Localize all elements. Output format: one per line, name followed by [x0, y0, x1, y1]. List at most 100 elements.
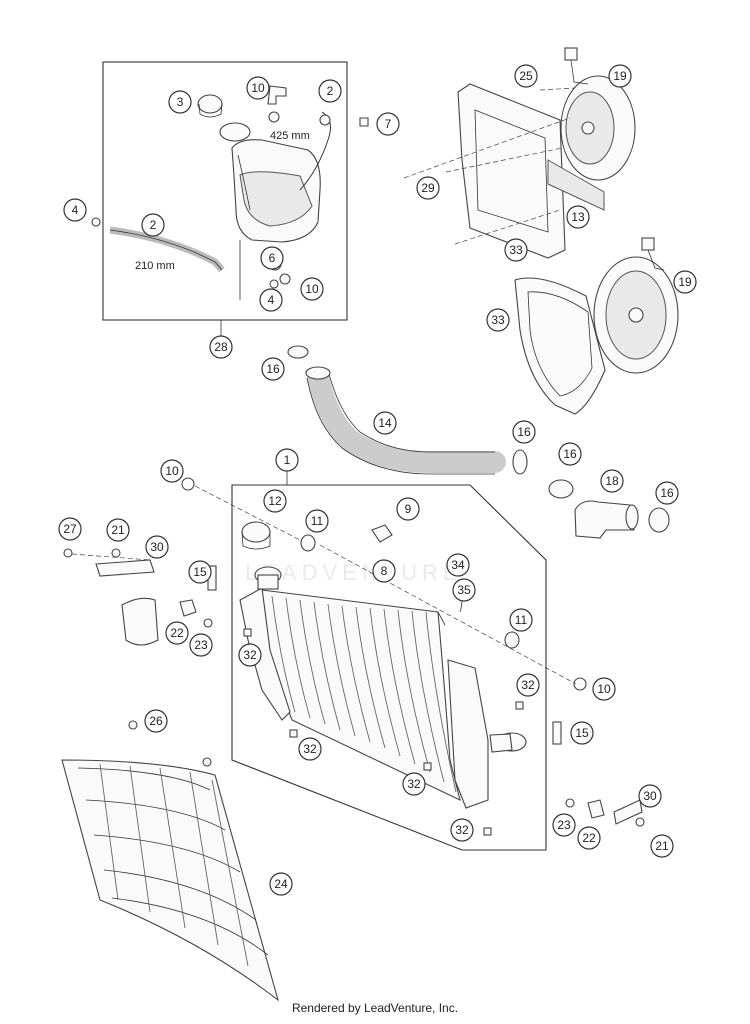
svg-text:16: 16	[266, 362, 280, 376]
callout-15: 15	[188, 560, 212, 584]
svg-text:32: 32	[455, 823, 469, 837]
callout-32: 32	[516, 673, 540, 697]
svg-text:16: 16	[660, 486, 674, 500]
callout-19: 19	[608, 64, 632, 88]
callout-14: 14	[373, 411, 397, 435]
callout-10: 10	[160, 459, 184, 483]
callout-24: 24	[269, 872, 293, 896]
svg-text:9: 9	[405, 502, 412, 516]
callout-30: 30	[145, 535, 169, 559]
svg-text:2: 2	[150, 218, 157, 232]
callout-10: 10	[592, 677, 616, 701]
tank-group-frame	[102, 61, 348, 321]
hose-length-210: 210 mm	[135, 260, 175, 272]
svg-text:11: 11	[515, 613, 528, 627]
svg-text:4: 4	[72, 203, 79, 217]
callout-16: 16	[558, 442, 582, 466]
radiator-group	[181, 470, 587, 851]
svg-text:33: 33	[509, 243, 523, 257]
fan-shroud-lower	[514, 277, 606, 415]
callout-27: 27	[58, 517, 82, 541]
fan-shroud-upper	[457, 83, 566, 259]
svg-text:6: 6	[269, 251, 276, 265]
left-mount-bracket	[63, 548, 217, 646]
callout-4: 4	[63, 198, 87, 222]
svg-text:28: 28	[214, 340, 228, 354]
svg-text:27: 27	[63, 522, 77, 536]
hose-elbow	[574, 500, 635, 539]
callout-32: 32	[298, 737, 322, 761]
callout-18: 18	[600, 469, 624, 493]
svg-text:30: 30	[643, 789, 657, 803]
callout-32: 32	[402, 772, 426, 796]
radiator-fins	[271, 595, 457, 793]
svg-text:2: 2	[327, 84, 334, 98]
callout-1: 1	[275, 448, 299, 472]
callout-5: 10	[300, 277, 324, 301]
callout-32: 32	[238, 643, 262, 667]
svg-text:7: 7	[385, 117, 392, 131]
svg-text:16: 16	[517, 425, 531, 439]
callout-labels: 3 10 2 7 4 2 6 10 4 28 25 19 29 13 33 19…	[58, 64, 697, 896]
svg-text:22: 22	[170, 626, 184, 640]
callout-21: 21	[106, 518, 130, 542]
callout-2: 2	[141, 213, 165, 237]
radiator-group-frame	[231, 484, 547, 851]
svg-text:10: 10	[251, 81, 265, 95]
tank-filler-neck	[219, 122, 251, 142]
callout-3: 3	[168, 90, 192, 114]
callout-11: 11	[305, 509, 329, 533]
svg-text:3: 3	[177, 95, 184, 109]
callout-13: 13	[566, 205, 590, 229]
callout-33: 33	[504, 238, 528, 262]
fan-assembly-lower	[514, 237, 679, 415]
callout-19: 19	[673, 270, 697, 294]
svg-text:15: 15	[575, 726, 589, 740]
callout-28: 28	[209, 335, 233, 359]
callout-6: 6	[260, 246, 284, 270]
svg-text:32: 32	[303, 742, 317, 756]
callout-4: 4	[259, 288, 283, 312]
callout-33: 33	[486, 308, 510, 332]
callout-22: 22	[165, 621, 189, 645]
svg-text:26: 26	[149, 714, 163, 728]
svg-text:14: 14	[378, 416, 392, 430]
svg-text:30: 30	[150, 540, 164, 554]
svg-text:24: 24	[274, 877, 288, 891]
footer-credit: Rendered by LeadVenture, Inc.	[291, 1001, 459, 1015]
svg-text:11: 11	[311, 514, 324, 528]
callout-2: 2	[318, 79, 342, 103]
radiator-guard	[61, 720, 279, 1002]
svg-text:18: 18	[605, 474, 619, 488]
callout-25: 25	[514, 64, 538, 88]
svg-text:23: 23	[557, 818, 571, 832]
svg-text:33: 33	[491, 313, 505, 327]
svg-text:19: 19	[613, 69, 627, 83]
upper-coolant-hose	[287, 345, 670, 539]
svg-text:8: 8	[381, 564, 388, 578]
callout-9: 9	[396, 497, 420, 521]
tank-cap	[197, 94, 223, 114]
callout-16: 16	[512, 420, 536, 444]
callout-21: 21	[650, 834, 674, 858]
svg-text:22: 22	[582, 831, 596, 845]
svg-text:1: 1	[284, 453, 291, 467]
svg-text:32: 32	[407, 777, 421, 791]
callout-7: 7	[376, 112, 400, 136]
callout-30: 30	[638, 784, 662, 808]
callout-8: 8	[372, 559, 396, 583]
svg-text:29: 29	[421, 181, 435, 195]
callout-16: 16	[261, 357, 285, 381]
breather-fitting	[267, 85, 287, 105]
right-mount-bracket	[552, 721, 645, 827]
svg-text:32: 32	[243, 648, 257, 662]
radiator-cap	[241, 521, 271, 543]
svg-text:21: 21	[111, 523, 125, 537]
callout-22: 22	[577, 826, 601, 850]
callout-15: 15	[570, 721, 594, 745]
svg-text:35: 35	[457, 583, 471, 597]
callout-23: 23	[189, 633, 213, 657]
fan-assembly-upper	[403, 47, 636, 259]
callout-5: 10	[246, 76, 270, 100]
